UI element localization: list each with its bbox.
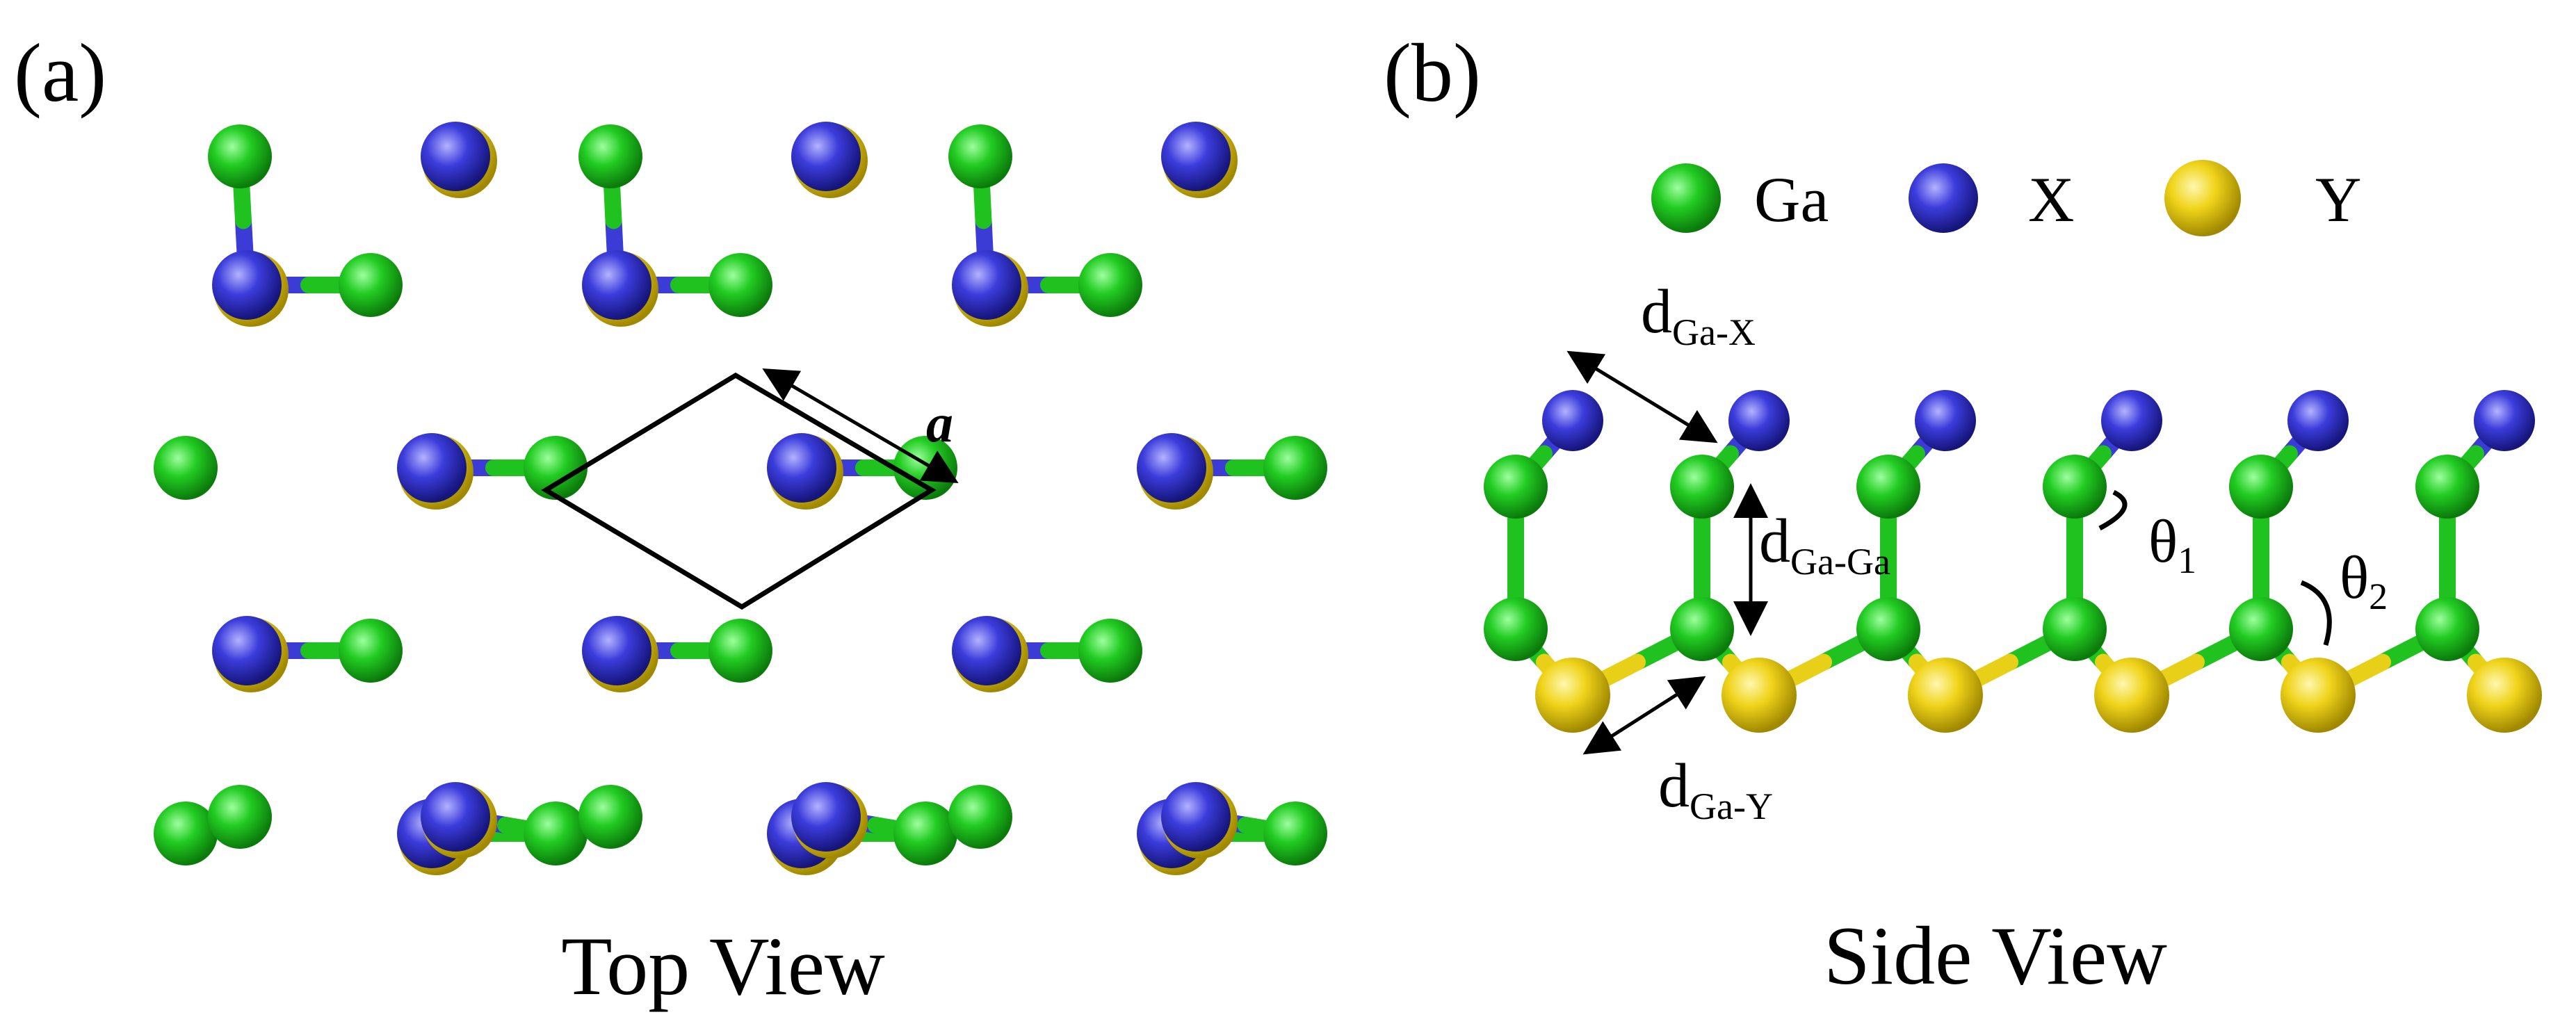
ga-atom	[524, 802, 588, 865]
top-view-bonds	[232, 148, 1304, 842]
ga-atom	[2043, 597, 2107, 661]
x-atom	[397, 433, 467, 503]
side-view-atoms	[1484, 390, 2542, 733]
ga-atom	[893, 802, 957, 865]
legend-item-y: Y	[2164, 160, 2361, 236]
d-ga-ga-label: dGa-Ga	[1759, 507, 1890, 583]
ga-atom	[2415, 455, 2479, 519]
top-view-atoms	[154, 122, 1327, 875]
x-atom	[1915, 390, 1976, 451]
ga-atom	[208, 785, 272, 849]
lattice-constant-label: a	[926, 393, 953, 453]
ga-atom-icon	[1651, 163, 1721, 233]
ga-atom	[339, 253, 403, 317]
legend-item-ga: Ga	[1651, 163, 1829, 235]
theta2-label: θ2	[2340, 544, 2388, 617]
x-atom	[791, 782, 861, 852]
legend-label-x: X	[2028, 164, 2074, 235]
top-view-structure: a	[154, 122, 1327, 875]
panel-a-label: (a)	[14, 26, 106, 119]
x-atom	[1137, 433, 1206, 503]
d-ga-y-arrow	[1582, 676, 1706, 755]
legend-label-y: Y	[2315, 164, 2361, 235]
theta1-arc	[2098, 489, 2128, 531]
ga-atom	[339, 619, 403, 683]
ga-atom	[1856, 597, 1920, 661]
ga-atom	[2229, 597, 2293, 661]
ga-atom	[578, 124, 642, 188]
unit-cell-outline	[541, 372, 937, 610]
theta1-label: θ1	[2148, 508, 2196, 581]
ga-atom	[578, 785, 642, 849]
d-ga-x-label: dGa-X	[1641, 277, 1756, 353]
legend-label-ga: Ga	[1754, 164, 1829, 235]
ga-atom	[2229, 455, 2293, 519]
side-view-caption: Side View	[1824, 909, 2167, 1002]
ga-atom	[708, 619, 772, 683]
top-view-caption: Top View	[561, 920, 885, 1012]
lattice-constant-arrow	[762, 368, 959, 484]
ga-atom	[154, 436, 218, 500]
x-atom	[212, 616, 282, 685]
x-atom	[582, 250, 651, 320]
theta2-arc	[2300, 580, 2332, 646]
x-atom	[421, 782, 490, 852]
d-ga-x-arrow	[1566, 350, 1718, 444]
d-ga-y-label: dGa-Y	[1658, 751, 1773, 827]
legend: Ga X Y	[1651, 160, 2361, 236]
x-atom	[767, 433, 836, 503]
x-atom	[582, 616, 651, 685]
ga-atom	[1078, 253, 1142, 317]
y-atom	[1722, 658, 1797, 733]
ga-atom	[1856, 455, 1920, 519]
ga-atom	[1670, 597, 1734, 661]
ga-atom	[208, 124, 272, 188]
x-atom	[2287, 390, 2349, 451]
x-atom	[1161, 122, 1231, 191]
x-atom	[421, 122, 490, 191]
x-atom	[1161, 782, 1231, 852]
x-atom	[2474, 390, 2535, 451]
x-atom-icon	[1909, 163, 1978, 233]
y-atom	[1908, 658, 1983, 733]
panel-b-label: (b)	[1384, 26, 1481, 119]
ga-atom	[1263, 436, 1327, 500]
side-view-annotations: dGa-X dGa-Ga dGa-Y θ1 θ2	[1566, 277, 2388, 827]
ga-atom	[948, 785, 1012, 849]
x-atom	[212, 250, 282, 320]
ga-atom	[708, 253, 772, 317]
ga-atom	[1484, 597, 1548, 661]
y-atom	[2467, 658, 2542, 733]
ga-atom	[154, 802, 218, 865]
x-atom	[952, 250, 1021, 320]
ga-atom	[1484, 455, 1548, 519]
legend-item-x: X	[1909, 163, 2074, 235]
ga-atom	[1670, 455, 1734, 519]
ga-atom	[524, 436, 588, 500]
ga-atom	[2415, 597, 2479, 661]
y-atom	[2281, 658, 2356, 733]
x-atom	[2101, 390, 2162, 451]
ga-atom	[1078, 619, 1142, 683]
x-atom	[791, 122, 861, 191]
y-atom	[1535, 658, 1610, 733]
ga-atom	[2043, 455, 2107, 519]
x-atom	[1728, 390, 1790, 451]
y-atom-icon	[2164, 160, 2241, 236]
side-view-structure	[1484, 390, 2542, 733]
ga-atom	[1263, 802, 1327, 865]
ga-atom	[948, 124, 1012, 188]
x-atom	[1542, 390, 1603, 451]
x-atom	[952, 616, 1021, 685]
y-atom	[2094, 658, 2169, 733]
